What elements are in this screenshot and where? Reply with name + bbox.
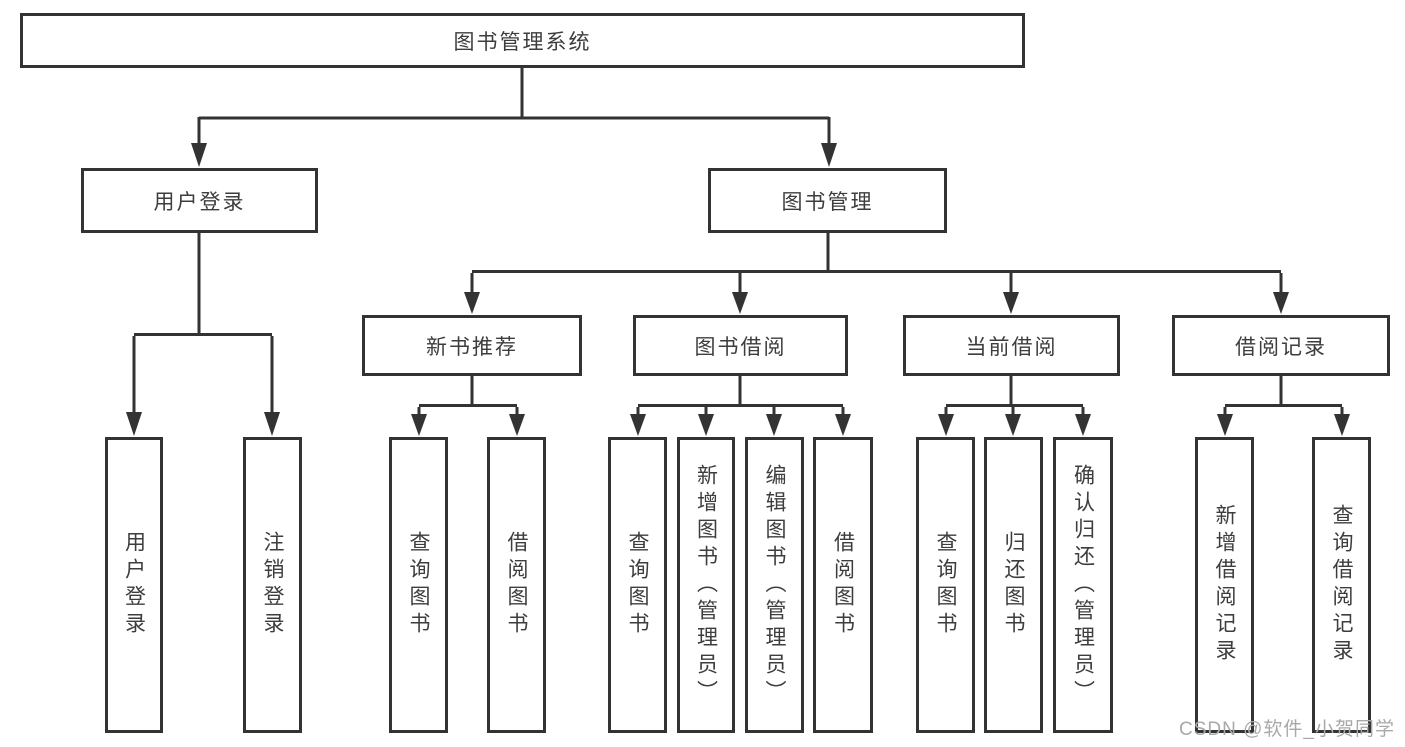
- leaf-query-borrow-record-label: 查询借阅记录: [1330, 504, 1353, 666]
- leaf-user-login: 用户登录: [105, 437, 163, 733]
- node-book-borrowing-label: 图书借阅: [694, 335, 787, 359]
- leaf-return-book: 归还图书: [984, 437, 1043, 733]
- leaf-edit-book-admin: 编辑图书（管理员）: [745, 437, 804, 733]
- node-current-borrowing-label: 当前借阅: [965, 335, 1058, 359]
- leaf-query-books-current: 查询图书: [916, 437, 975, 733]
- node-user-login-label: 用户登录: [153, 190, 246, 214]
- leaf-logout-label: 注销登录: [261, 531, 284, 639]
- node-root-label: 图书管理系统: [453, 30, 592, 54]
- leaf-confirm-return-admin-label: 确认归还（管理员）: [1071, 463, 1095, 707]
- leaf-add-borrow-record-label: 新增借阅记录: [1213, 504, 1236, 666]
- node-borrowing-records-label: 借阅记录: [1235, 335, 1327, 359]
- leaf-borrow-books-recommend: 借阅图书: [487, 437, 546, 733]
- leaf-return-book-label: 归还图书: [1002, 531, 1025, 639]
- leaf-query-books-borrowing-label: 查询图书: [626, 531, 649, 639]
- leaf-borrow-books-label: 借阅图书: [831, 531, 855, 639]
- node-new-book-recommend-label: 新书推荐: [426, 335, 518, 359]
- leaf-add-book-admin: 新增图书（管理员）: [677, 437, 735, 733]
- leaf-query-books-recommend: 查询图书: [389, 437, 448, 733]
- leaf-add-borrow-record: 新增借阅记录: [1195, 437, 1254, 733]
- node-book-management-label: 图书管理: [781, 190, 874, 214]
- node-book-management: 图书管理: [708, 168, 947, 233]
- leaf-confirm-return-admin: 确认归还（管理员）: [1053, 437, 1113, 733]
- node-current-borrowing: 当前借阅: [903, 315, 1120, 376]
- leaf-query-books-current-label: 查询图书: [934, 531, 957, 639]
- arrowheads: [126, 143, 1350, 436]
- leaf-user-login-label: 用户登录: [122, 531, 146, 639]
- node-borrowing-records: 借阅记录: [1172, 315, 1390, 376]
- leaf-edit-book-admin-label: 编辑图书（管理员）: [763, 463, 786, 707]
- leaf-query-borrow-record: 查询借阅记录: [1312, 437, 1371, 733]
- node-new-book-recommend: 新书推荐: [362, 315, 582, 376]
- node-book-borrowing: 图书借阅: [633, 315, 848, 376]
- leaf-query-books-borrowing: 查询图书: [608, 437, 667, 733]
- leaf-borrow-books-recommend-label: 借阅图书: [505, 531, 528, 639]
- leaf-logout: 注销登录: [243, 437, 302, 733]
- node-root: 图书管理系统: [20, 13, 1025, 68]
- leaf-add-book-admin-label: 新增图书（管理员）: [694, 463, 718, 707]
- node-user-login: 用户登录: [81, 168, 318, 233]
- csdn-watermark: CSDN @软件_小贺同学: [1179, 719, 1395, 740]
- tree-edges: [132, 68, 1344, 416]
- leaf-borrow-books: 借阅图书: [813, 437, 873, 733]
- leaf-query-books-recommend-label: 查询图书: [407, 531, 430, 639]
